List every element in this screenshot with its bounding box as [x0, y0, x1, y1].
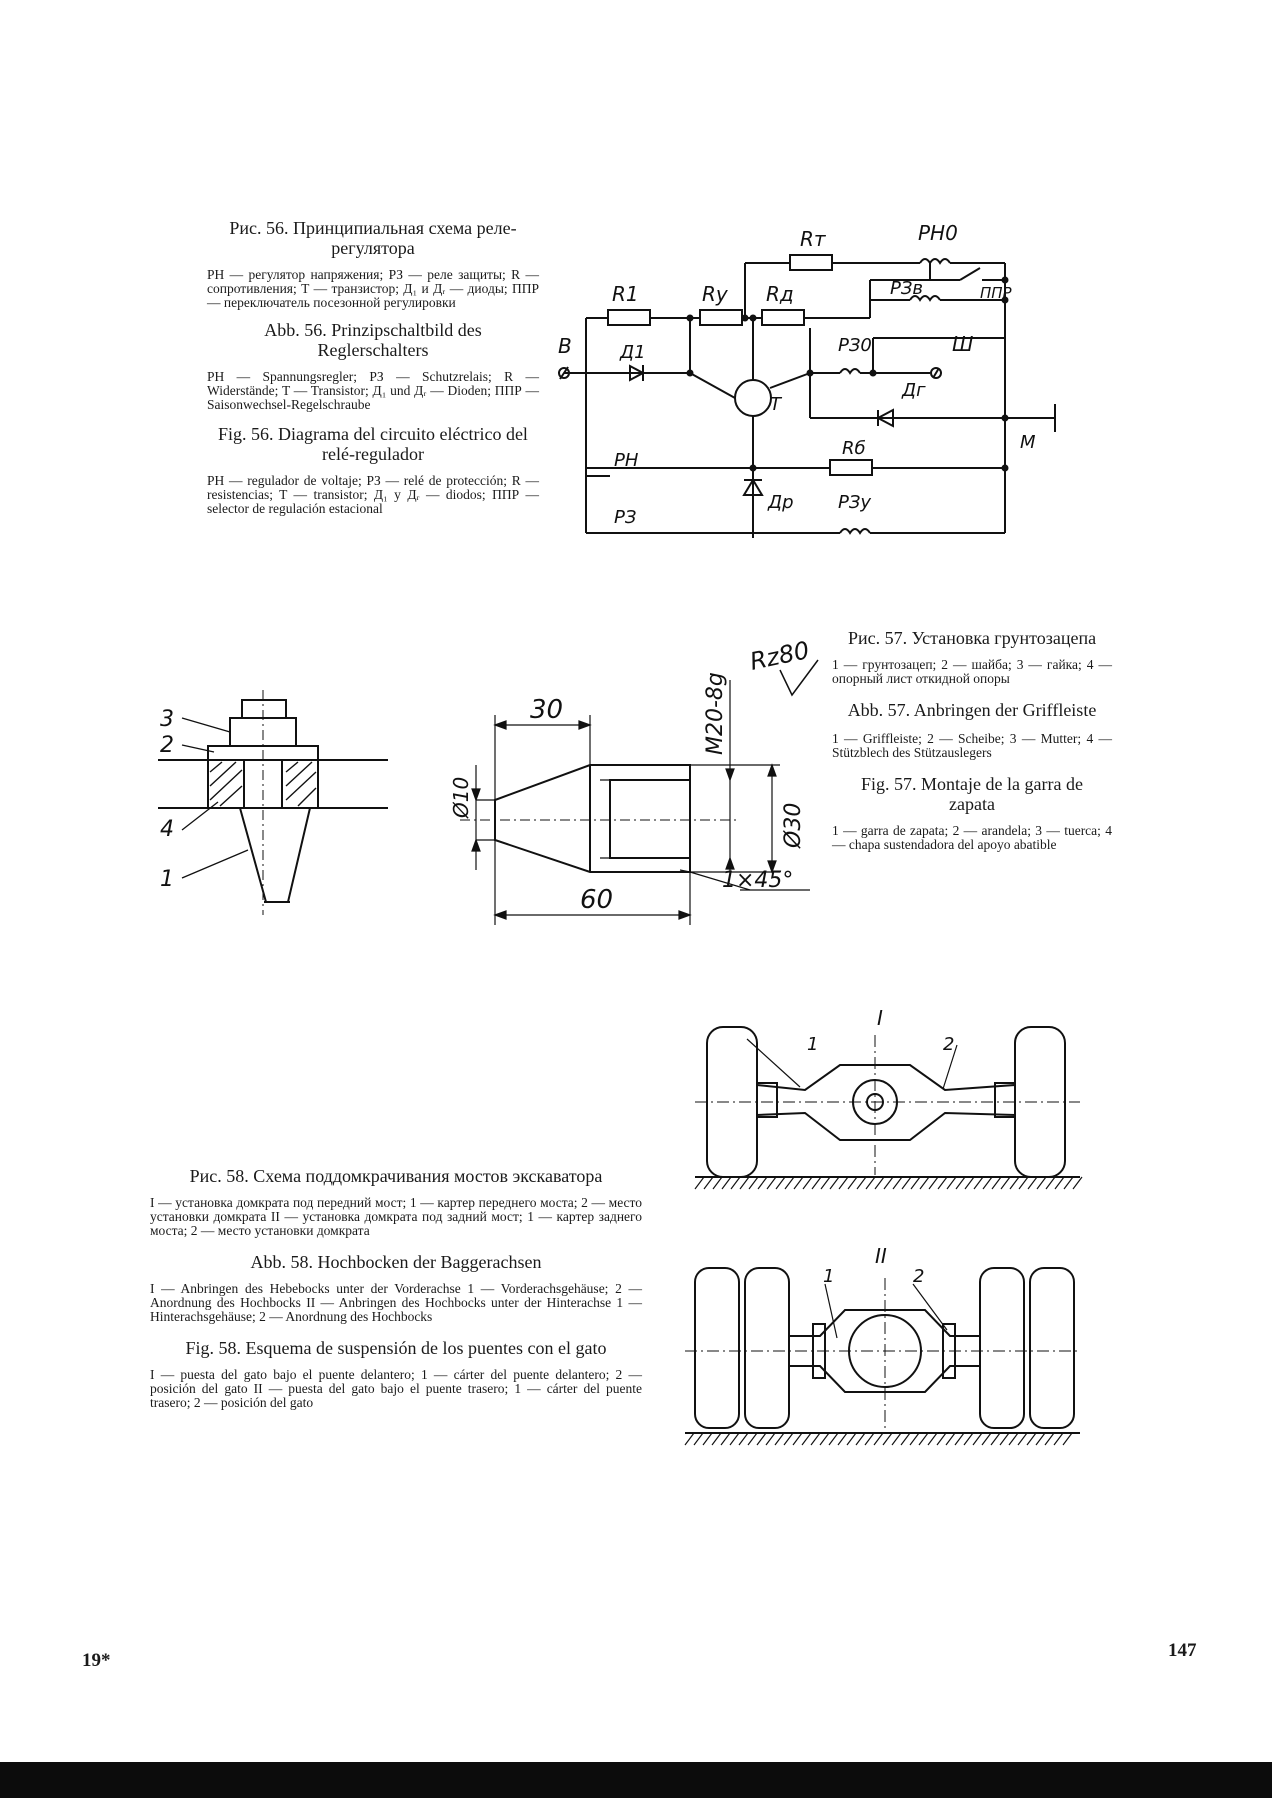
fig57-label-4: 4 [160, 817, 174, 842]
fig58-captions: Рис. 58. Схема поддомкрачивания мостов э… [150, 1166, 642, 1410]
fig57-dim-d10: Ø10 [449, 777, 473, 819]
fig58-title-de: Abb. 58. Hochbocken der Baggerachsen [250, 1252, 542, 1272]
fig56-circuit-diagram: В R1 Rу Rд Rт PH0 ППР PЗв PЗ0 Ш Д1 Т Дг … [558, 221, 1056, 538]
fig57-title-ru: Рис. 57. Установка грунтозацепа [847, 628, 1097, 648]
fig57-label-1: 1 [160, 867, 174, 892]
fig57-legend-ru: 1 — грунтозацеп; 2 — шайба; 3 — гайка; 4… [832, 657, 1112, 686]
circuit-label-pzv: PЗв [890, 278, 923, 299]
fig58-legend-es: I — puesta del gato bajo el puente delan… [150, 1367, 642, 1410]
fig58-title-es: Fig. 58. Esquema de suspensión de los pu… [185, 1338, 607, 1358]
fig57-dim-30: 30 [530, 695, 563, 725]
fig58-front-axle-drawing: I 1 2 [694, 1006, 1083, 1190]
fig58-rear-label-2: 2 [913, 1266, 924, 1287]
fig57-label-2: 2 [160, 733, 174, 758]
fig58-title-ru: Рис. 58. Схема поддомкрачивания мостов э… [189, 1166, 603, 1186]
fig57-label-3: 3 [160, 707, 174, 732]
circuit-label-m: М [1020, 432, 1036, 453]
circuit-label-ry: Rу [702, 282, 729, 306]
fig57-roughness-label: Rz80 [747, 636, 811, 676]
fig57-legend-de: 1 — Griffleiste; 2 — Scheibe; 3 — Mutter… [832, 731, 1112, 760]
fig57-legend-es: 1 — garra de zapata; 2 — arandela; 3 — t… [832, 823, 1112, 852]
circuit-label-ph0: PH0 [918, 221, 958, 245]
circuit-label-t: Т [770, 394, 783, 415]
fig58-legend-ru: I — установка домкрата под передний мост… [150, 1195, 642, 1238]
fig58-front-label-2: 2 [943, 1034, 954, 1055]
fig57-captions: Рис. 57. Установка грунтозацепа 1 — грун… [832, 628, 1112, 852]
circuit-label-d1: Д1 [619, 342, 646, 363]
page-number: 147 [1168, 1640, 1197, 1661]
fig58-legend-de: I — Anbringen des Hebebocks unter der Vo… [150, 1281, 642, 1324]
circuit-label-rt: Rт [800, 227, 827, 251]
circuit-label-b: В [558, 334, 572, 358]
fig58-rear-axle-drawing: II 1 2 [684, 1244, 1080, 1446]
fig56-title-de: Abb. 56. Prinzipschaltbild des Reglersch… [264, 320, 482, 360]
fig56-title-ru: Рис. 56. Принципиальная схема реле-регул… [229, 218, 517, 258]
fig56-legend-ru: РН — регулятор напряжения; РЗ — реле защ… [207, 267, 539, 310]
circuit-label-r1: R1 [612, 282, 639, 306]
fig56-captions: Рис. 56. Принципиальная схема реле-регул… [207, 218, 539, 516]
fig57-assembly-drawing: 3 2 4 1 [158, 690, 388, 915]
circuit-label-pz: PЗ [614, 507, 637, 528]
circuit-label-dg: Дг [901, 380, 926, 401]
circuit-label-rb: Rб [842, 438, 866, 459]
circuit-label-sh: Ш [952, 332, 973, 356]
circuit-label-rd: Rд [766, 282, 794, 306]
fig57-title-de: Abb. 57. Anbringen der Griffleiste [847, 700, 1097, 720]
circuit-label-pz0: PЗ0 [838, 335, 872, 356]
fig57-dim-60: 60 [580, 885, 613, 915]
fig58-rear-label: II [875, 1244, 887, 1268]
fig58-front-label: I [877, 1006, 883, 1030]
fig57-dim-d30: Ø30 [781, 803, 806, 849]
scan-edge-bar [0, 1762, 1272, 1798]
fig57-chamfer-label: 1×45° [722, 868, 793, 893]
fig58-front-label-1: 1 [807, 1034, 818, 1055]
fig56-legend-es: PH — regulador de voltaje; PЗ — relé de … [207, 473, 539, 516]
fig56-legend-de: PH — Spannungsregler; PЗ — Schutzrelais;… [207, 369, 539, 412]
circuit-label-ph: PH [614, 450, 639, 471]
circuit-label-dr: Др [767, 492, 794, 513]
circuit-label-pzy: PЗу [838, 492, 871, 513]
circuit-label-ppr: ППР [980, 284, 1013, 302]
fig56-title-es: Fig. 56. Diagrama del circuito eléctrico… [218, 424, 528, 464]
fig57-title-es: Fig. 57. Montaje de la garra de zapata [861, 774, 1083, 814]
fig57-thread-label: M20-8g [703, 672, 728, 755]
fig57-dimension-drawing: 30 60 Ø10 Ø30 M20-8g 1×45° Rz80 [449, 636, 819, 925]
signature-mark: 19* [82, 1650, 111, 1671]
fig58-rear-label-1: 1 [823, 1266, 834, 1287]
